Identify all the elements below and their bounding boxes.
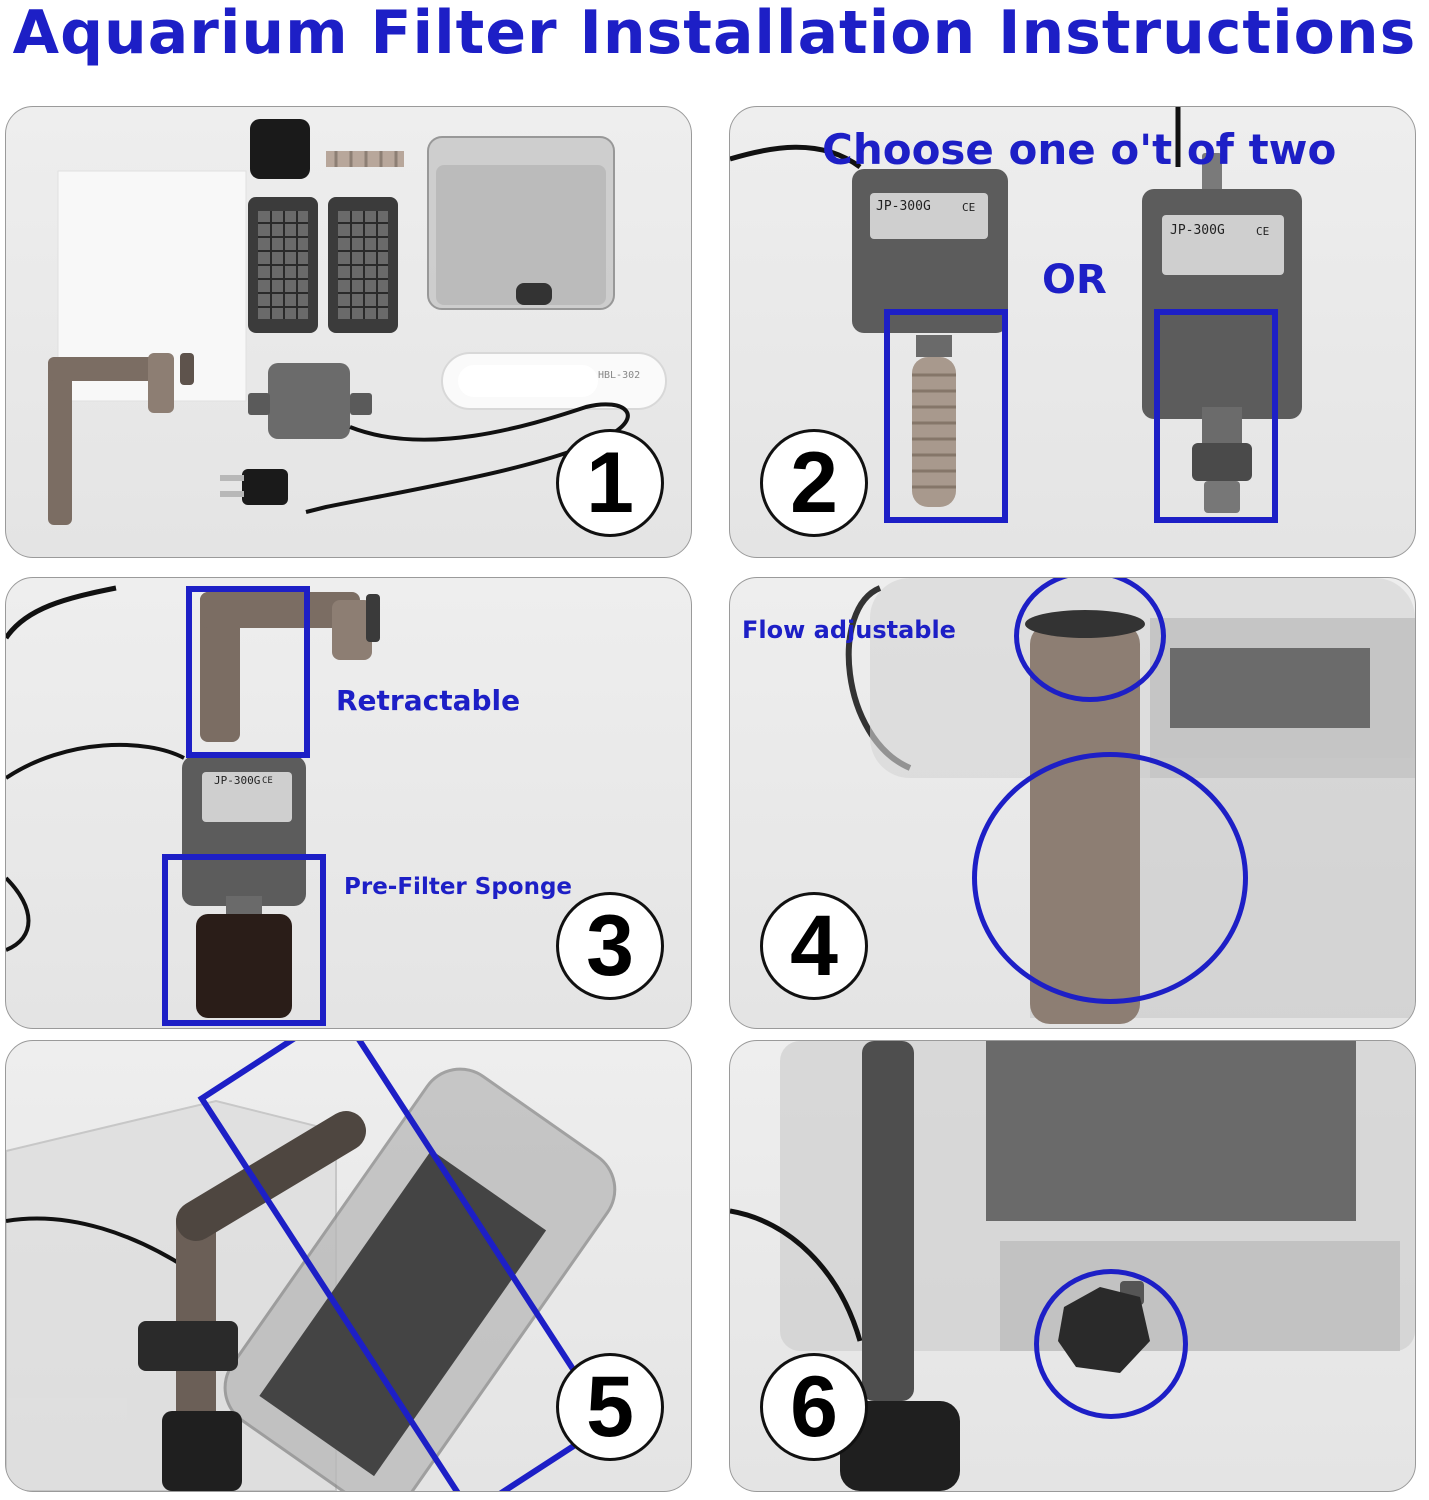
step-number-2: 2 bbox=[760, 429, 868, 537]
sponge-label: Pre-Filter Sponge bbox=[344, 874, 573, 900]
filter-box-icon bbox=[427, 136, 615, 310]
pump-icon bbox=[840, 1401, 960, 1491]
pump-icon bbox=[182, 756, 306, 916]
sponge-icon bbox=[196, 914, 292, 1018]
step-2-panel: JP-300G CE JP-300G CE Choose one o't of … bbox=[729, 106, 1416, 558]
highlight-circle-suction bbox=[1034, 1269, 1188, 1419]
cartridge-icon bbox=[986, 1041, 1356, 1221]
power-cord-icon bbox=[6, 585, 117, 640]
outlet-pipe-icon bbox=[200, 592, 380, 742]
model-label: HBL-302 bbox=[598, 370, 641, 381]
pump-label-left: JP-300G bbox=[876, 199, 931, 214]
pump-label-right: JP-300G bbox=[1170, 223, 1225, 238]
tube-icon bbox=[326, 151, 404, 167]
step-number-4: 4 bbox=[760, 892, 868, 1000]
intake-pipe-icon bbox=[48, 353, 194, 525]
power-cord-icon bbox=[730, 1208, 863, 1342]
choose-heading: Choose one o't of two bbox=[822, 125, 1337, 174]
highlight-box-right bbox=[1154, 309, 1278, 523]
or-label: OR bbox=[1042, 257, 1107, 303]
ce-mark-right: CE bbox=[1256, 225, 1270, 238]
highlight-circle-pipe bbox=[972, 752, 1248, 1004]
step-1-panel: HBL-302 1 bbox=[5, 106, 692, 558]
page-title: Aquarium Filter Installation Instruction… bbox=[12, 0, 1417, 68]
pump-label: JP-300G bbox=[214, 774, 261, 787]
step-2-illustration bbox=[730, 107, 1302, 513]
step-number-6: 6 bbox=[760, 1353, 868, 1461]
power-cord-icon bbox=[730, 144, 862, 170]
step-3-illustration bbox=[6, 585, 380, 1018]
step-number-3: 3 bbox=[556, 892, 664, 1000]
ce-mark-left: CE bbox=[962, 201, 976, 214]
step-6-panel: 6 bbox=[729, 1040, 1416, 1492]
step-number-5: 5 bbox=[556, 1353, 664, 1461]
highlight-box-pipe bbox=[186, 586, 310, 758]
retractable-label: Retractable bbox=[336, 684, 521, 717]
step-1-illustration bbox=[48, 119, 667, 525]
pump-right-icon bbox=[1142, 153, 1302, 513]
sponge-icon bbox=[250, 119, 310, 179]
flow-adjustable-label: Flow adjustable bbox=[742, 616, 956, 644]
pump-left-icon bbox=[852, 169, 1008, 507]
pump-icon bbox=[248, 363, 372, 439]
filter-box-icon bbox=[223, 1067, 617, 1491]
highlight-box-sponge bbox=[162, 854, 326, 1026]
power-cord-icon bbox=[305, 402, 630, 514]
highlight-circle-knob bbox=[1014, 578, 1166, 702]
ce-mark: CE bbox=[262, 776, 273, 786]
highlight-box-left bbox=[884, 309, 1008, 523]
outlet-pipe-icon bbox=[138, 1111, 366, 1491]
light-icon bbox=[441, 352, 667, 410]
step-4-panel: Flow adjustable 4 bbox=[729, 577, 1416, 1029]
step-5-panel: 5 bbox=[5, 1040, 692, 1492]
step-3-panel: JP-300G CE Retractable Pre-Filter Sponge… bbox=[5, 577, 692, 1029]
outlet-pipe-icon bbox=[862, 1041, 914, 1401]
step-number-1: 1 bbox=[556, 429, 664, 537]
cartridge-icon bbox=[248, 197, 398, 333]
step-5-illustration bbox=[6, 1067, 617, 1491]
plug-icon bbox=[242, 469, 288, 505]
cartridge-icon bbox=[1170, 648, 1370, 728]
sponge-icon bbox=[162, 1411, 242, 1491]
